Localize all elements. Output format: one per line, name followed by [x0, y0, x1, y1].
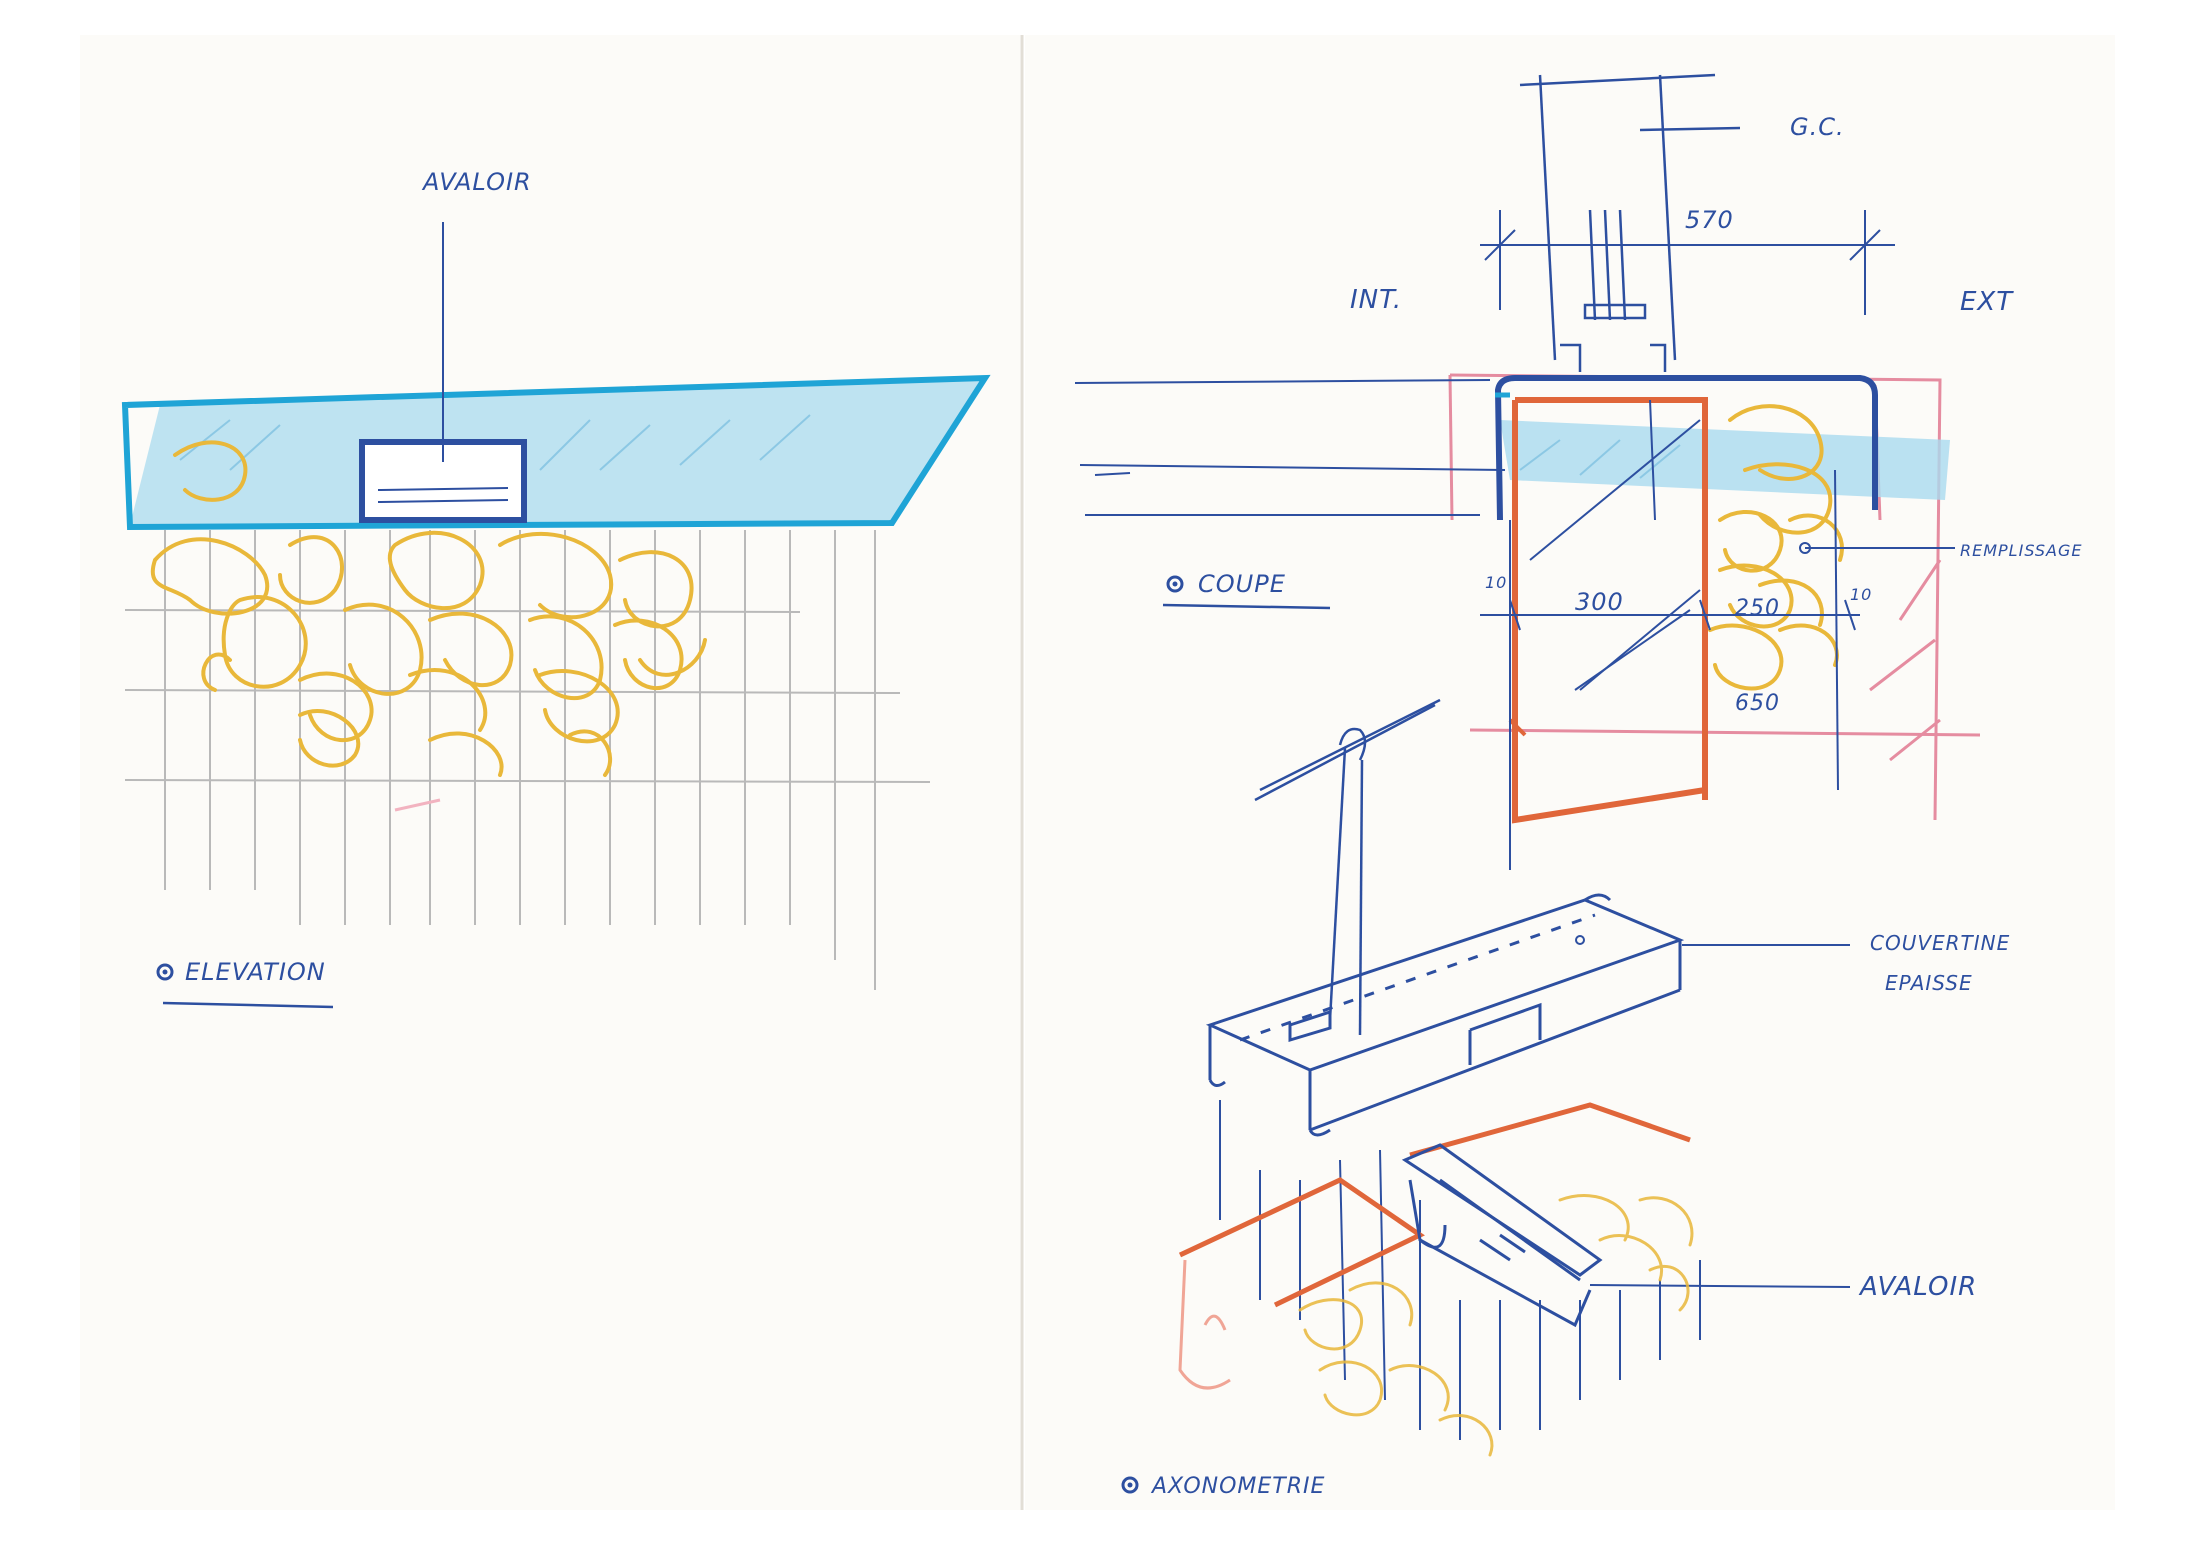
- elevation-title-underline: [162, 1001, 334, 1009]
- elevation-stone-infill: [150, 440, 707, 777]
- coupe-int-label: INT.: [1350, 285, 1402, 315]
- axo-avaloir: [1401, 1143, 1603, 1328]
- coupe-title-bullet: [1166, 575, 1184, 593]
- elevation-coping-hatch: [179, 414, 811, 471]
- left-page: [80, 35, 1020, 1510]
- coupe-title: COUPE: [1198, 570, 1286, 598]
- elevation-title-group: ELEVATION: [156, 958, 334, 1009]
- coupe-title-group: COUPE: [1162, 570, 1331, 610]
- coupe-dim-570: 570: [1685, 206, 1734, 234]
- elevation-title-bullet: [156, 963, 174, 981]
- coupe-title-underline: [1162, 603, 1331, 610]
- axo-couvertine-label-2: EPAISSE: [1885, 971, 1973, 995]
- axo-wall-tops: [1178, 1102, 1691, 1308]
- axo-stones: [1298, 1194, 1694, 1457]
- axonometrie-title-group: AXONOMETRIE: [1121, 1474, 1325, 1499]
- axo-handrail: [1254, 698, 1441, 1036]
- elevation-drawing: [121, 222, 991, 990]
- axo-avaloir-leader: [1589, 1284, 1851, 1288]
- axo-couvertine-label-1: COUVERTINE: [1870, 931, 2010, 955]
- elevation-coping-fill: [130, 380, 980, 525]
- coupe-dim-650: 650: [1735, 691, 1780, 716]
- coupe-railing-post: [1519, 73, 1741, 372]
- elevation-coping-outline: [121, 374, 991, 531]
- coupe-dim-300: 300: [1575, 588, 1624, 616]
- coupe-coping-profile: [1494, 375, 1878, 521]
- coupe-dimensions-bottom: [1480, 469, 1860, 870]
- right-page: [1025, 35, 2115, 1510]
- coupe-dim-10-left: 10: [1485, 573, 1507, 592]
- axonometrie-drawing: [1178, 698, 1851, 1457]
- axonometrie-title: AXONOMETRIE: [1150, 1474, 1325, 1499]
- coupe-roof-lines: [1074, 379, 1506, 516]
- elevation-title: ELEVATION: [185, 958, 326, 986]
- elevation-avaloir-label: AVALOIR: [421, 168, 532, 196]
- elevation-grid: [124, 530, 931, 990]
- coupe-dim-250: 250: [1735, 596, 1780, 621]
- axonometrie-title-bullet: [1121, 1476, 1139, 1494]
- coupe-ext-label: EXT: [1960, 287, 2014, 317]
- coupe-drawing: [1074, 73, 1981, 870]
- coupe-dim-10-right: 10: [1850, 585, 1872, 604]
- coupe-gc-label: G.C.: [1790, 113, 1845, 141]
- axo-avaloir-label: AVALOIR: [1858, 1272, 1977, 1302]
- axo-coping: [1205, 893, 1685, 1137]
- coupe-remplissage-label: REMPLISSAGE: [1960, 541, 2083, 560]
- coupe-wall: [1512, 397, 1708, 824]
- coupe-dimension-570: [1480, 210, 1895, 315]
- coupe-coping-fill: [1500, 420, 1950, 500]
